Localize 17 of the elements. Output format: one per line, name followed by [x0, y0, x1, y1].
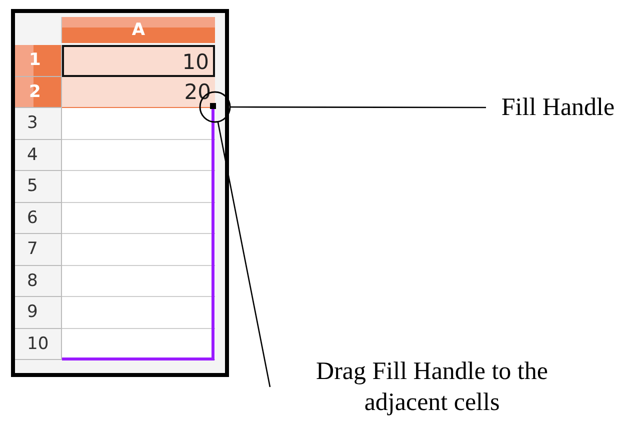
row-header: 3 — [15, 108, 62, 140]
spreadsheet-cell: 20 — [62, 76, 215, 108]
row-header: 8 — [15, 266, 62, 297]
row-header: 5 — [15, 171, 62, 202]
row-header: 7 — [15, 234, 62, 266]
row-header: 9 — [15, 297, 62, 328]
row-header: 2 — [15, 76, 62, 108]
row-header: 1 — [15, 45, 62, 76]
row-header: 10 — [15, 328, 62, 360]
row-header: 4 — [15, 140, 62, 171]
leader-line — [217, 122, 271, 388]
callout-text: Fill Handle — [488, 92, 628, 123]
spreadsheet-cell: 10 — [62, 45, 215, 76]
row-header: 6 — [15, 202, 62, 234]
callout-text: Drag Fill Handle to the adjacent cells — [272, 356, 592, 418]
column-header: A — [62, 17, 215, 43]
leader-line — [230, 106, 486, 108]
